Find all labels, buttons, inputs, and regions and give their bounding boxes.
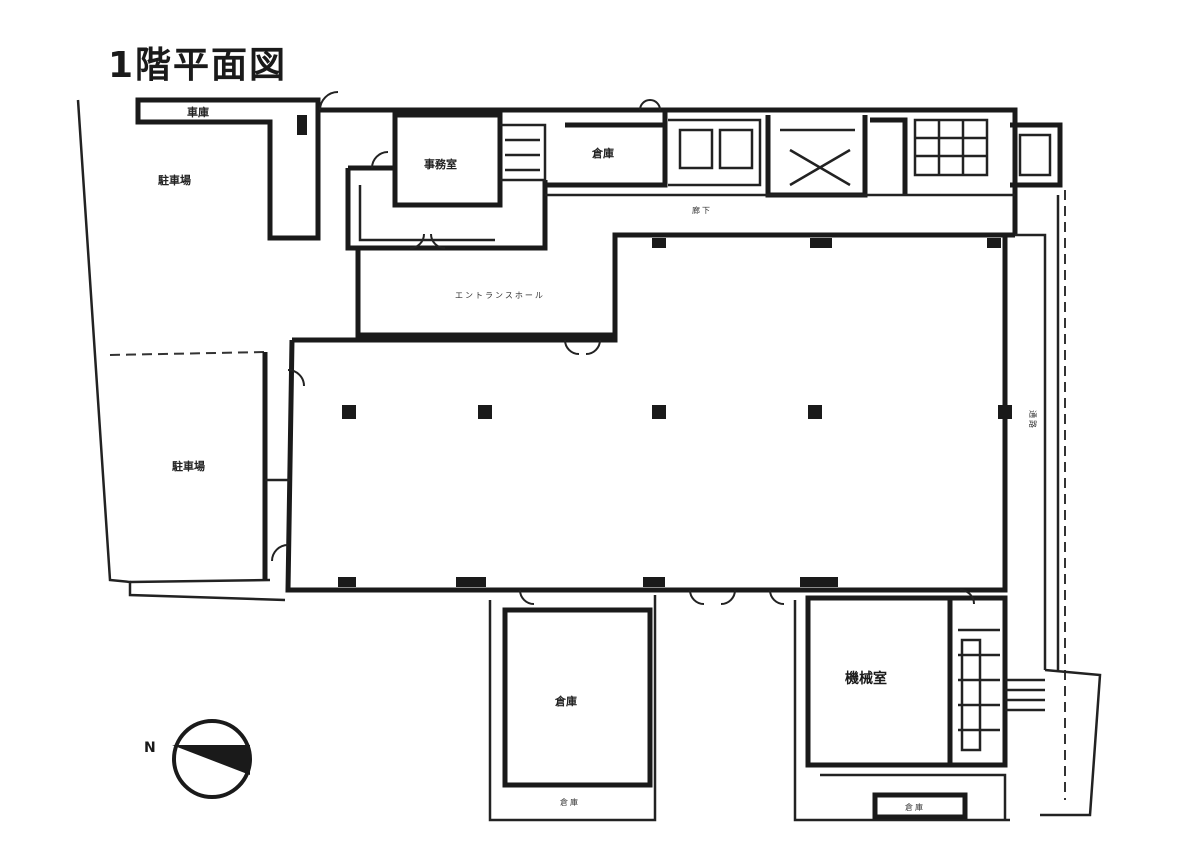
column-mark	[998, 405, 1012, 419]
east-corridor	[1015, 190, 1066, 800]
bottom-machine-block	[793, 595, 1102, 822]
column-mark	[652, 405, 666, 419]
north-label: N	[144, 740, 156, 756]
floor-plan-title: 1階平面図	[108, 45, 288, 86]
label-east-corridor: 通路	[1028, 410, 1038, 430]
label-entrance-hall: エントランスホール	[455, 291, 545, 300]
label-upper-storage: 倉庫	[591, 146, 614, 160]
column-mark	[478, 405, 492, 419]
north-wall	[318, 107, 1063, 235]
main-hall	[285, 235, 1012, 593]
bottom-storage-block	[488, 595, 657, 822]
upper-service-block	[345, 112, 548, 251]
west-parking-area	[76, 99, 286, 602]
door-swings	[271, 91, 975, 605]
label-bottom-storage: 倉庫	[554, 694, 577, 708]
column-mark	[808, 405, 822, 419]
north-arrow-icon: N	[144, 719, 252, 799]
label-machine-room: 機械室	[845, 670, 887, 687]
label-office: 事務室	[424, 157, 457, 171]
column-mark	[297, 115, 307, 135]
label-garage: 車庫	[187, 105, 209, 119]
column-mark	[342, 405, 356, 419]
west-service-strip	[262, 352, 290, 580]
label-parking-upper: 駐車場	[158, 173, 191, 187]
label-bottom-right-sub: 倉庫	[905, 802, 925, 812]
label-parking-lower: 駐車場	[172, 459, 205, 473]
garage-strip	[135, 97, 321, 241]
label-bottom-storage-sub: 倉庫	[560, 797, 580, 807]
label-corridor: 廊下	[692, 205, 712, 215]
